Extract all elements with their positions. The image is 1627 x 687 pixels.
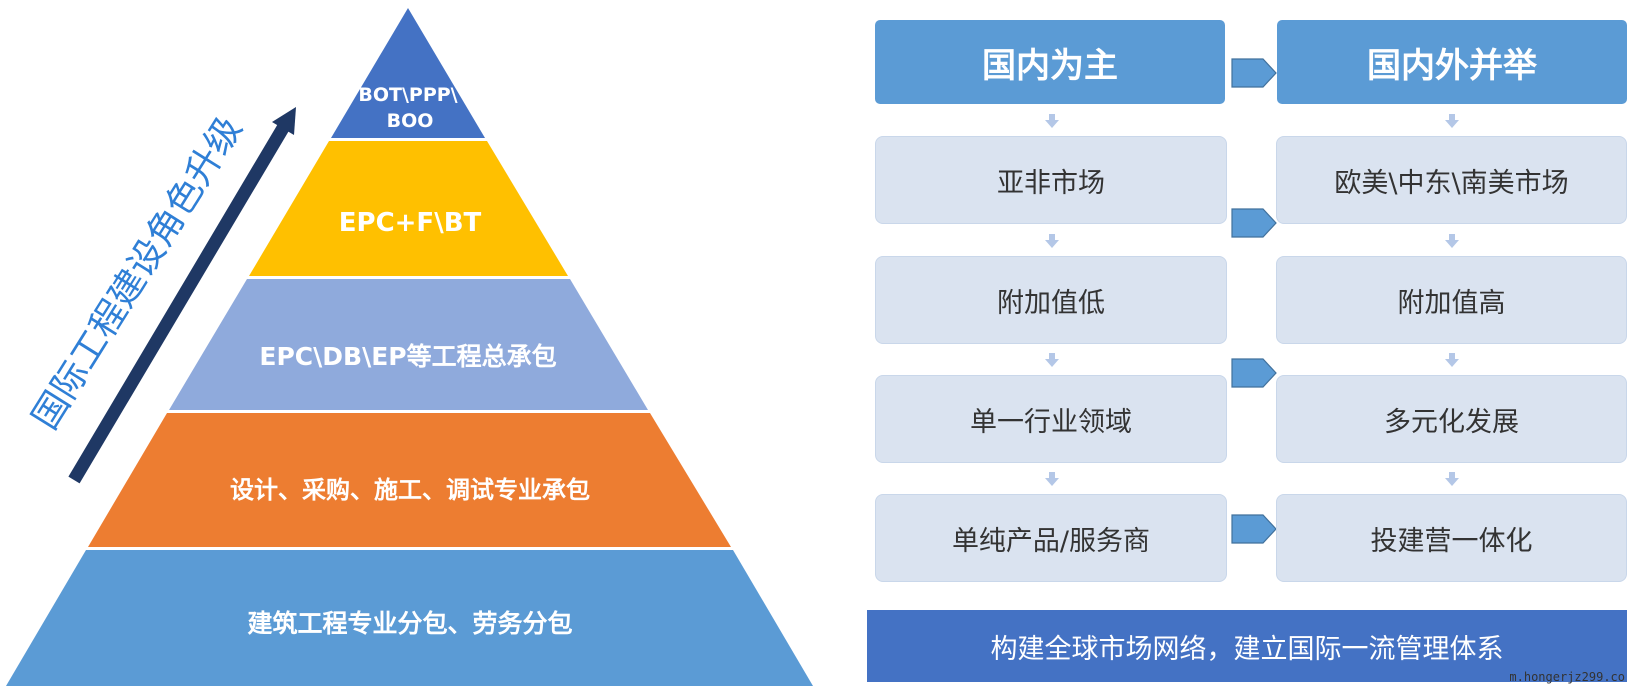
transition-arrow-icon bbox=[1231, 358, 1277, 388]
transition-arrow-icon bbox=[1231, 514, 1277, 544]
down-arrow-icon bbox=[1445, 472, 1459, 486]
right-header: 国内外并举 bbox=[1277, 20, 1627, 104]
pyramid-level-3 bbox=[169, 279, 648, 410]
pyramid-level-1 bbox=[331, 8, 485, 138]
down-arrow-icon bbox=[1445, 114, 1459, 128]
down-arrow-icon bbox=[1445, 234, 1459, 248]
transition-arrow-icon bbox=[1231, 208, 1277, 238]
pyramid-level-4-label: 设计、采购、施工、调试专业承包 bbox=[230, 476, 590, 504]
pyramid-level-5 bbox=[6, 550, 813, 686]
transition-arrow-icon bbox=[1231, 58, 1277, 88]
right-item-2: 附加值高 bbox=[1276, 256, 1627, 344]
left-item-4: 单纯产品/服务商 bbox=[875, 494, 1227, 582]
pyramid-level-1-label-line1: BOT\PPP\ bbox=[358, 84, 457, 106]
upgrade-arrow-head bbox=[272, 107, 296, 135]
down-arrow-icon bbox=[1045, 114, 1059, 128]
watermark-text: m.hongerjz299.co bbox=[1509, 670, 1625, 684]
left-header: 国内为主 bbox=[875, 20, 1225, 104]
pyramid-level-4 bbox=[88, 413, 731, 547]
pyramid-level-5-label: 建筑工程专业分包、劳务分包 bbox=[247, 609, 572, 638]
pyramid-level-2-label: EPC+F\BT bbox=[339, 208, 482, 238]
pyramid-level-3-label: EPC\DB\EP等工程总承包 bbox=[259, 342, 556, 371]
upgrade-arrow-shaft bbox=[68, 124, 289, 484]
right-item-3: 多元化发展 bbox=[1276, 375, 1627, 463]
pyramid-level-2 bbox=[249, 141, 568, 276]
role-upgrade-pyramid: BOT\PPP\ BOO EPC+F\BT EPC\DB\EP等工程总承包 设计… bbox=[6, 8, 813, 686]
right-item-4: 投建营一体化 bbox=[1276, 494, 1627, 582]
right-item-1: 欧美\中东\南美市场 bbox=[1276, 136, 1627, 224]
down-arrow-icon bbox=[1045, 472, 1059, 486]
down-arrow-icon bbox=[1445, 353, 1459, 367]
down-arrow-icon bbox=[1045, 234, 1059, 248]
market-transition-flow: 国内为主 国内外并举 亚非市场 附加值低 单一行业领域 单纯产品/服务商 欧美\… bbox=[865, 0, 1627, 687]
left-item-3: 单一行业领域 bbox=[875, 375, 1227, 463]
left-item-2: 附加值低 bbox=[875, 256, 1227, 344]
pyramid-svg: BOT\PPP\ BOO EPC+F\BT EPC\DB\EP等工程总承包 设计… bbox=[6, 8, 813, 686]
bottom-banner: 构建全球市场网络，建立国际一流管理体系 bbox=[867, 610, 1627, 682]
down-arrow-icon bbox=[1045, 353, 1059, 367]
pyramid-level-1-label-line2: BOO bbox=[387, 110, 434, 132]
left-item-1: 亚非市场 bbox=[875, 136, 1227, 224]
